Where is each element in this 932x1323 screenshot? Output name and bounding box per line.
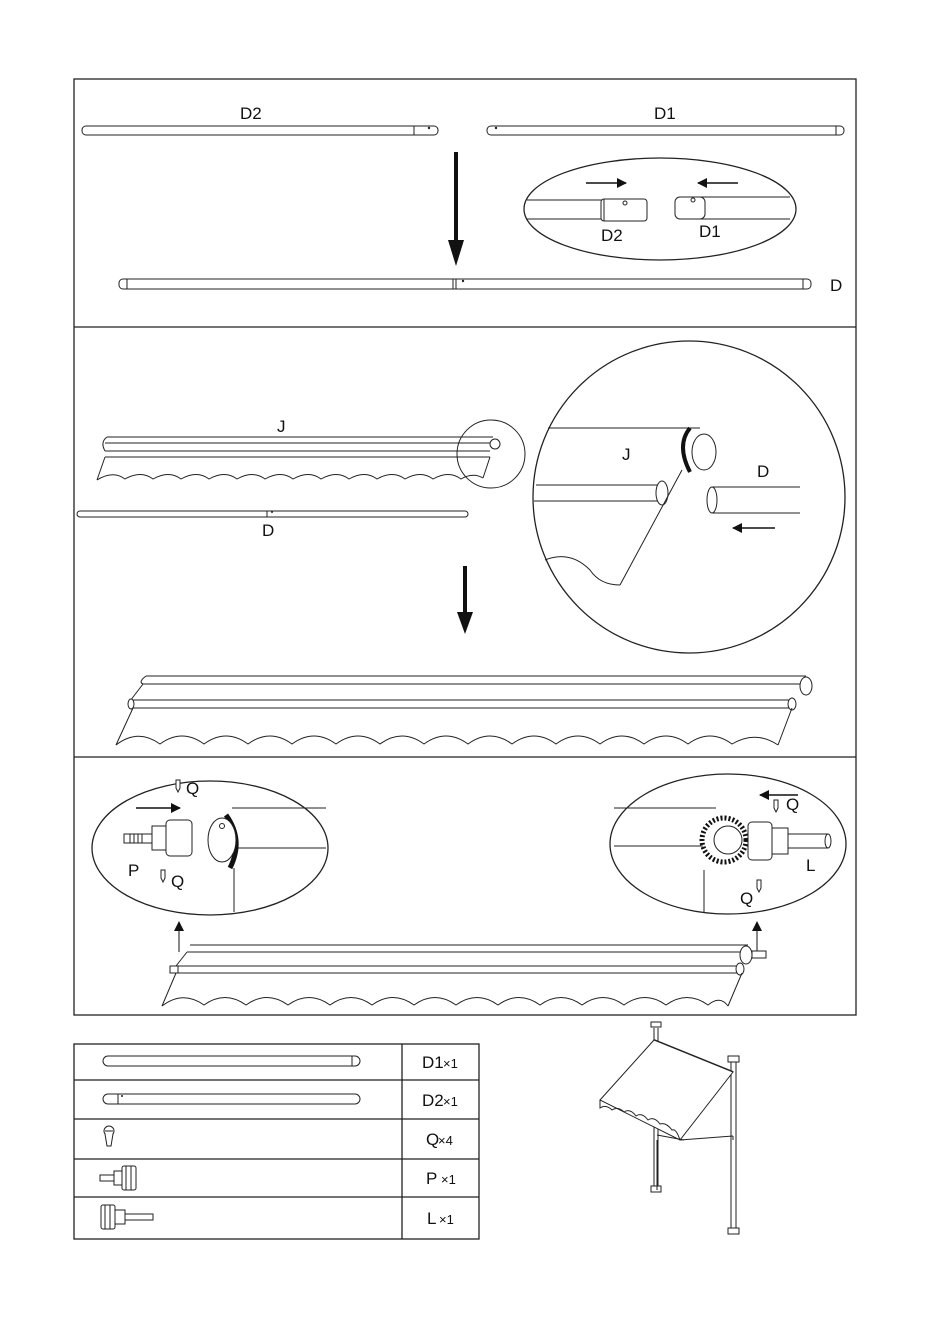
- label-d2: D2: [240, 104, 262, 123]
- parts-qty-d1: ×1: [443, 1056, 458, 1071]
- plug-p-icon: [100, 1166, 136, 1190]
- parts-code-d2: D2: [422, 1091, 444, 1110]
- plug-l-icon: [101, 1205, 153, 1229]
- awning-j-small: [97, 437, 500, 480]
- right-label-l: L: [806, 856, 815, 875]
- step-2-panel: J D J D: [77, 341, 845, 745]
- parts-table: D1 ×1 D2 ×1 Q ×4: [74, 1044, 479, 1239]
- left-label-q-top: Q: [186, 779, 199, 798]
- detail-ellipse-left: [92, 780, 328, 915]
- tube-d2: [82, 126, 438, 135]
- detail-label-j: J: [622, 445, 631, 464]
- parts-row-l: L ×1: [101, 1205, 454, 1229]
- detail-ellipse-right: [610, 774, 846, 914]
- detail-circle-2: [533, 341, 845, 653]
- left-label-p: P: [128, 861, 139, 880]
- parts-qty-d2: ×1: [443, 1094, 458, 1109]
- label-d-small: D: [262, 521, 274, 540]
- part-icon-d1: [103, 1056, 360, 1066]
- down-arrow-1-head: [448, 240, 464, 266]
- part-icon-d2: [103, 1094, 360, 1104]
- detail-label-d1: D1: [699, 222, 721, 241]
- step-1-panel: D2 D1 D2 D1: [82, 104, 844, 295]
- step-3-panel: Q P Q Q L Q: [92, 774, 846, 1006]
- parts-row-d2: D2 ×1: [103, 1091, 458, 1110]
- awning-assembled: [116, 676, 812, 745]
- parts-code-d1: D1: [422, 1053, 444, 1072]
- zoom-circle-small: [457, 420, 525, 488]
- screw-icon: [104, 1126, 114, 1146]
- label-d1: D1: [654, 104, 676, 123]
- tube-d-small: [77, 511, 468, 517]
- right-label-q-bottom: Q: [740, 889, 753, 908]
- parts-code-p: P: [426, 1169, 437, 1188]
- tube-d-joined: [119, 279, 811, 289]
- parts-row-d1: D1 ×1: [103, 1053, 458, 1072]
- detail-label-d: D: [757, 462, 769, 481]
- parts-qty-l: ×1: [439, 1212, 454, 1227]
- label-j: J: [277, 417, 286, 436]
- awning-with-caps: [162, 945, 766, 1006]
- finished-awning-illustration: [600, 1022, 739, 1234]
- detail-label-d2: D2: [601, 226, 623, 245]
- parts-qty-p: ×1: [441, 1172, 456, 1187]
- parts-code-l: L: [427, 1209, 436, 1228]
- left-label-q-bottom: Q: [171, 872, 184, 891]
- parts-row-q: Q ×4: [104, 1126, 453, 1149]
- label-d-joined: D: [830, 276, 842, 295]
- parts-qty-q: ×4: [438, 1133, 453, 1148]
- down-arrow-2-head: [457, 612, 473, 634]
- tube-d1: [487, 126, 844, 135]
- detail-ellipse-1: [524, 158, 796, 260]
- right-label-q-top: Q: [786, 795, 799, 814]
